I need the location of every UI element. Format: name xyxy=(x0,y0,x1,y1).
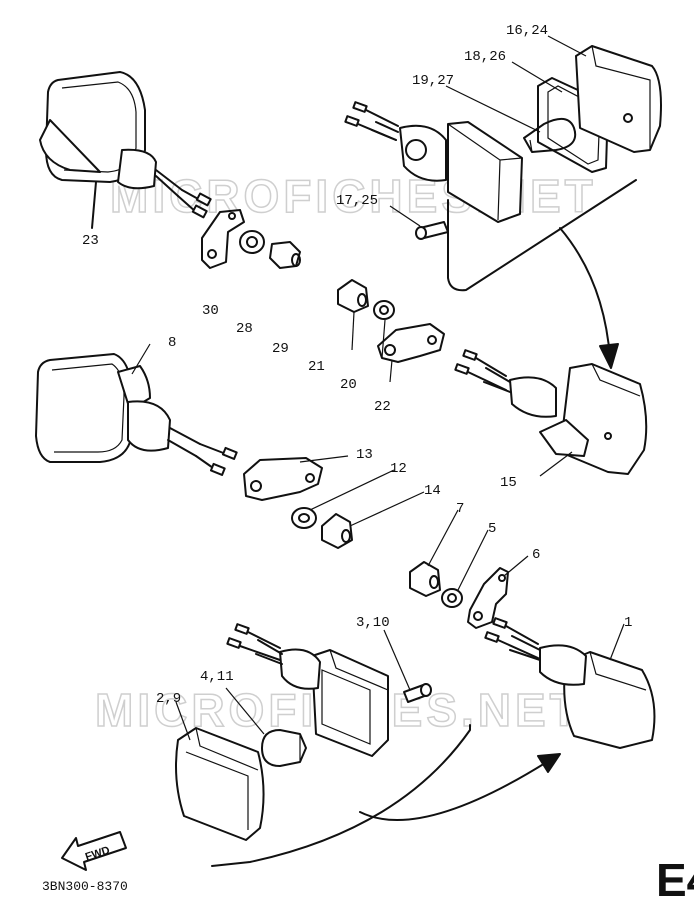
fwd-arrow-icon: FWD xyxy=(61,831,127,871)
callout-18-26: 18,26 xyxy=(464,49,506,65)
callout-12: 12 xyxy=(390,461,407,477)
collar-12 xyxy=(291,507,317,529)
bracket-22 xyxy=(377,323,445,363)
bracket-13 xyxy=(243,457,323,501)
upper-group-frame xyxy=(447,179,637,292)
callout-14: 14 xyxy=(424,483,441,499)
grommet-21 xyxy=(337,279,369,313)
callout-29: 29 xyxy=(272,341,289,357)
callout-5: 5 xyxy=(488,521,496,537)
collar-5 xyxy=(441,588,463,608)
callout-16-24: 16,24 xyxy=(506,23,548,39)
lens-16 xyxy=(575,45,662,153)
callout-1: 1 xyxy=(624,615,632,631)
callout-22: 22 xyxy=(374,399,391,415)
collar-28 xyxy=(239,230,265,254)
lower-group-frame xyxy=(211,724,471,867)
collar-20 xyxy=(373,300,395,320)
callout-7: 7 xyxy=(456,501,464,517)
bracket-6 xyxy=(467,567,509,629)
callout-19-27: 19,27 xyxy=(412,73,454,89)
callout-2-9: 2,9 xyxy=(156,691,181,707)
callout-30: 30 xyxy=(202,303,219,319)
callout-3-10: 3,10 xyxy=(356,615,390,631)
callout-21: 21 xyxy=(308,359,325,375)
bracket-30 xyxy=(201,209,245,269)
turn-signal-rear-right xyxy=(454,349,648,475)
callout-28: 28 xyxy=(236,321,253,337)
callout-15: 15 xyxy=(500,475,517,491)
screw-17 xyxy=(415,221,449,240)
flow-arrow-lower xyxy=(359,753,561,822)
document-code: 3BN300-8370 xyxy=(42,879,128,894)
grommet-7 xyxy=(409,561,441,597)
grommet-14 xyxy=(321,513,353,549)
grommet-29 xyxy=(269,241,301,269)
turn-signal-front-left xyxy=(35,353,238,476)
housing-front-left xyxy=(226,623,389,757)
screw-3 xyxy=(403,683,432,703)
flow-arrow-upper xyxy=(559,227,619,369)
bulb-19 xyxy=(523,117,577,153)
callout-23: 23 xyxy=(82,233,99,249)
turn-signal-front-right xyxy=(484,617,656,749)
callout-20: 20 xyxy=(340,377,357,393)
callout-13: 13 xyxy=(356,447,373,463)
housing-rear-right xyxy=(344,101,523,223)
callout-8: 8 xyxy=(168,335,176,351)
callout-4-11: 4,11 xyxy=(200,669,234,685)
callout-17-25: 17,25 xyxy=(336,193,378,209)
callout-6: 6 xyxy=(532,547,540,563)
lens-2 xyxy=(175,727,265,841)
gasket-18 xyxy=(537,77,609,173)
callout-labels: 16,24 18,26 19,27 17,25 23 30 28 29 21 2… xyxy=(82,23,632,707)
turn-signal-rear-left xyxy=(39,71,212,229)
bulb-4 xyxy=(261,729,307,767)
leader-lines xyxy=(131,35,625,741)
section-mark: E4 xyxy=(656,854,694,900)
